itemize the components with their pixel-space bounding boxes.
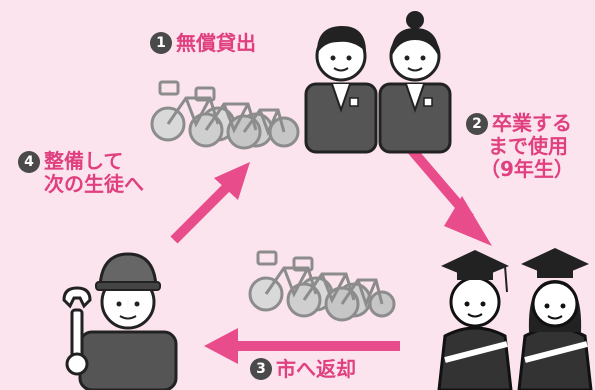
students-icon [304,11,452,154]
step-4-text-line-1: 整備して [44,149,124,173]
step-2-text-line-1: 卒業する [492,111,572,135]
mechanic-icon [62,252,178,390]
step-number-badge: 4 [18,150,40,173]
step-number-badge: 3 [250,358,272,380]
bicycles-icon [150,80,300,150]
step-3-label: 3 市へ返却 [250,358,356,380]
step-1-text: 無償貸出 [176,31,256,55]
step-2-text-line-3: （9年生） [480,157,574,181]
step-number-badge: 1 [150,32,172,54]
step-2-text-line-2: まで使用 [488,134,568,158]
step-4-text-line-2: 次の生徒へ [44,172,144,196]
step-2-label: 2 卒業する まで使用 （9年生） [466,112,574,181]
step-4-label: 4 整備して 次の生徒へ [18,150,144,196]
step-1-label: 1 無償貸出 [150,32,256,54]
step-3-text: 市へ返却 [276,357,356,381]
bicycles-icon [248,250,396,322]
step-number-badge: 2 [466,112,488,135]
graduates-icon [437,248,593,390]
